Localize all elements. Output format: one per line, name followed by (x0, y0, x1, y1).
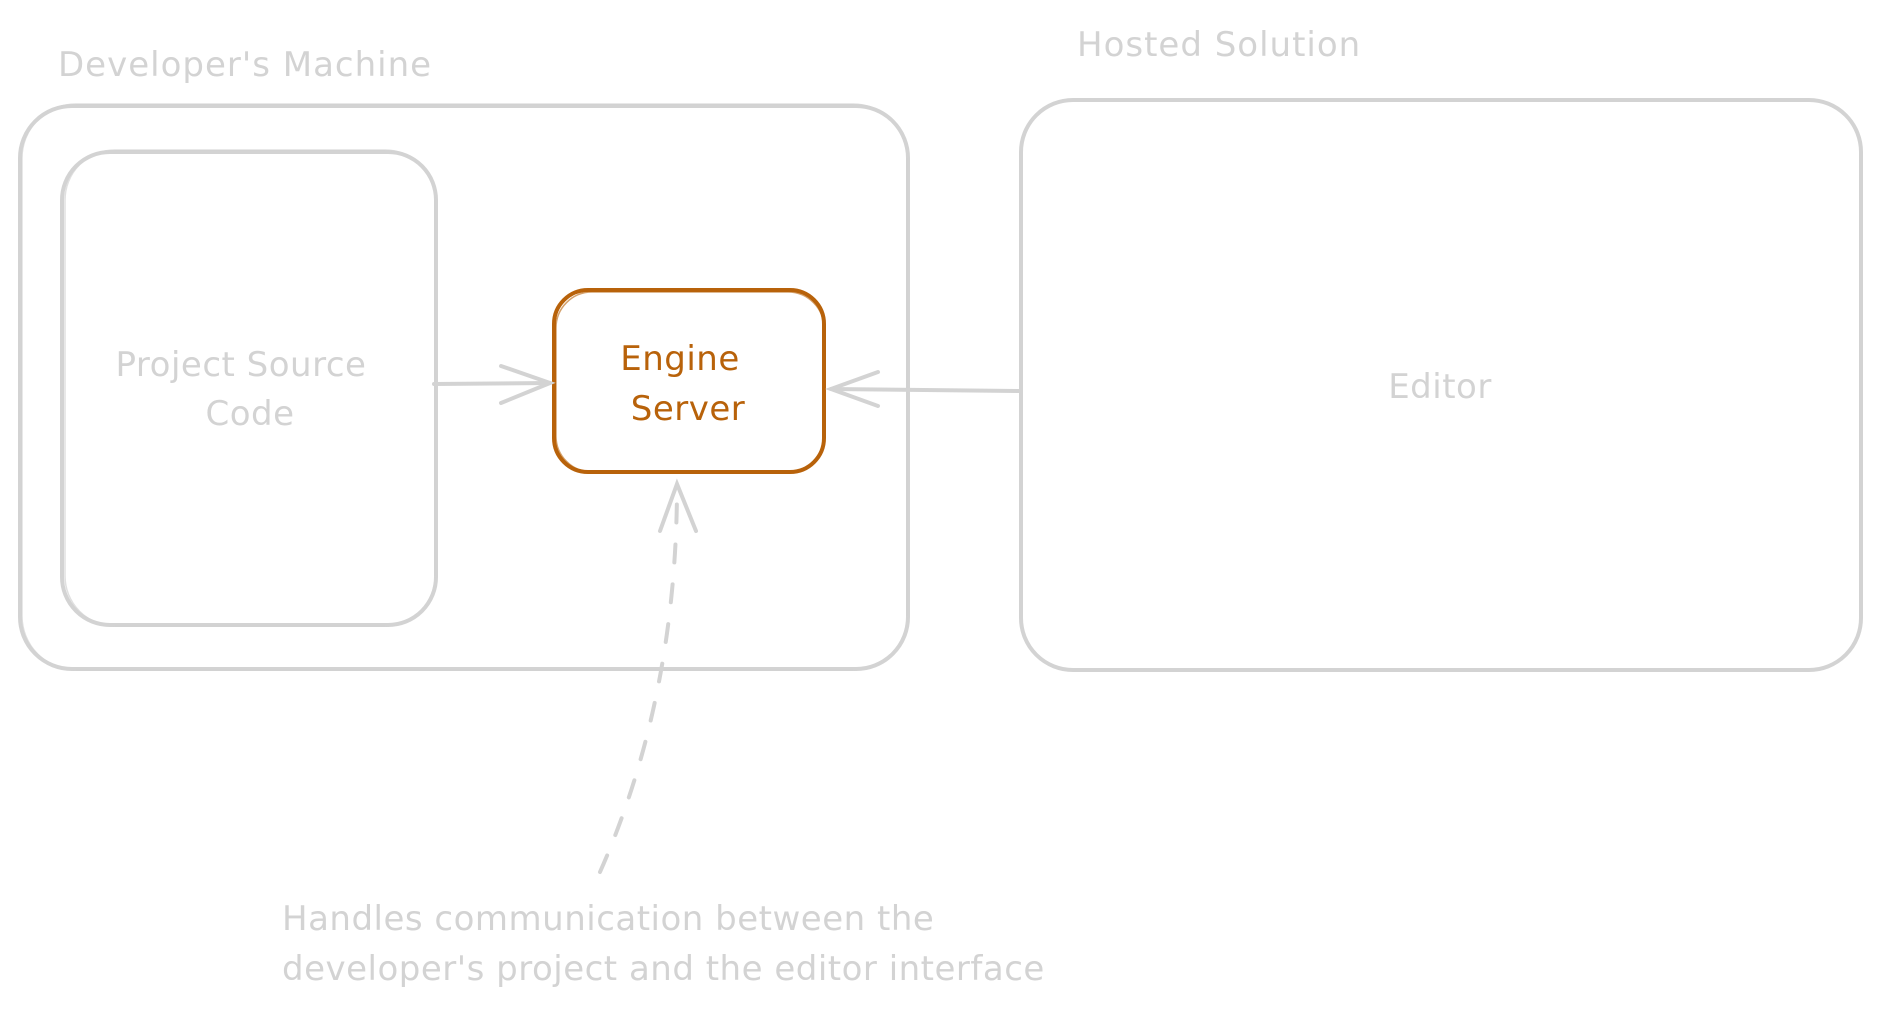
annotation-line2: developer's project and the editor inter… (282, 949, 1045, 989)
node-label-editor: Editor (1388, 367, 1492, 407)
group-label-developers-machine: Developer's Machine (58, 45, 432, 85)
annotation-line1: Handles communication between the (282, 899, 934, 939)
edge-project-to-engine (432, 364, 556, 405)
node-label-project-source-code-line1: Project Source (116, 345, 367, 385)
node-editor[interactable]: Editor (1019, 98, 1863, 672)
edge-editor-to-engine (825, 370, 1021, 408)
node-label-project-source-code-line2: Code (205, 394, 294, 434)
edge-annotation-to-engine (598, 478, 698, 874)
node-engine-server[interactable]: Engine Server (552, 288, 826, 474)
group-label-hosted-solution: Hosted Solution (1077, 25, 1361, 65)
node-label-engine-server-line1: Engine (620, 339, 740, 379)
node-label-engine-server-line2: Server (631, 389, 746, 429)
node-project-source-code[interactable]: Project Source Code (60, 149, 438, 627)
group-box-developers-machine[interactable] (18, 103, 910, 671)
